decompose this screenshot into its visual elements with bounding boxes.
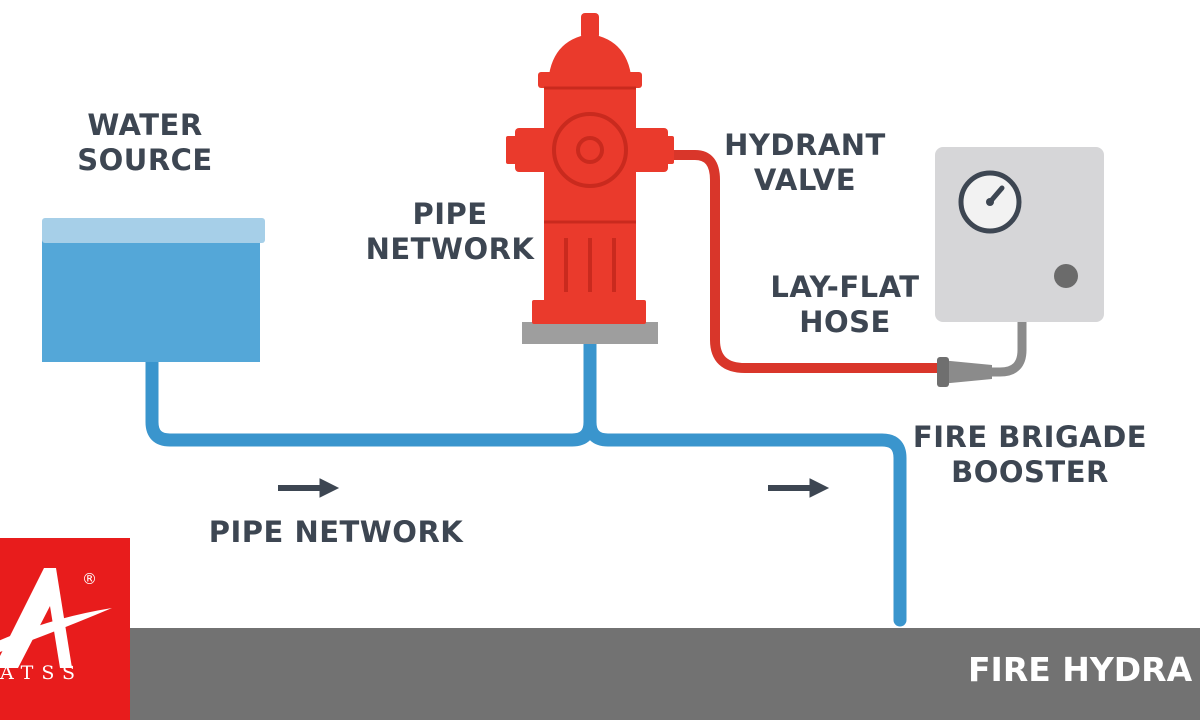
label-line: VALVE [753, 163, 857, 197]
label-line: HYDRANT [724, 128, 886, 162]
pipe-network [145, 333, 907, 627]
logo-registered-mark: ® [82, 570, 97, 588]
label-line: NETWORK [365, 232, 535, 266]
label-line: SOURCE [77, 143, 213, 177]
label-line: FIRE BRIGADE [912, 420, 1148, 454]
label-water-source: WATER SOURCE [70, 108, 220, 178]
label-hydrant-valve: HYDRANT VALVE [715, 128, 895, 198]
fire-brigade-booster [935, 147, 1104, 387]
logo-a-mark-icon [0, 568, 112, 668]
flow-arrow-left [278, 478, 340, 498]
flow-arrow-right [768, 478, 830, 498]
logo-wordmark: ATSS [0, 662, 84, 684]
fire-hydrant [506, 13, 674, 344]
booster-button [1054, 264, 1078, 288]
label-line: WATER [87, 108, 203, 142]
label-line: LAY-FLAT [770, 270, 920, 304]
label-line: BOOSTER [951, 455, 1109, 489]
water-source-tank [42, 218, 265, 362]
label-line: PIPE [412, 197, 488, 231]
label-line: PIPE NETWORK [208, 515, 464, 549]
brand-logo[interactable]: ® ATSS [0, 538, 130, 720]
label-pipe-network-top: PIPE NETWORK [355, 197, 545, 267]
label-lay-flat-hose: LAY-FLAT HOSE [755, 270, 935, 340]
pressure-gauge-icon [958, 170, 1022, 234]
label-fire-brigade-booster: FIRE BRIGADE BOOSTER [910, 420, 1150, 490]
footer-title: FIRE HYDRA [968, 650, 1193, 689]
label-line: HOSE [799, 305, 891, 339]
label-pipe-network-bottom: PIPE NETWORK [200, 515, 472, 550]
lay-flat-hose [668, 150, 945, 373]
footer-bar [0, 628, 1200, 720]
